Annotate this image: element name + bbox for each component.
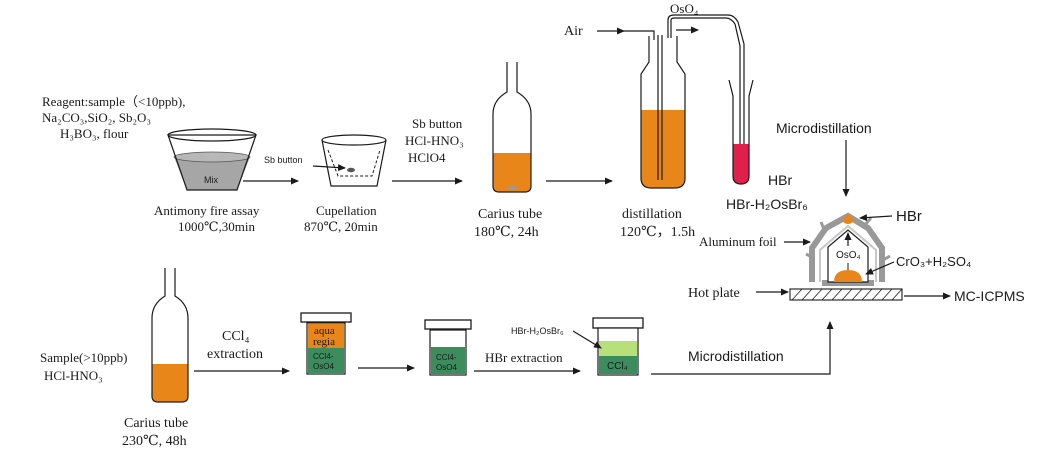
microdistillation-top-label: Microdistillation [776, 120, 872, 136]
carius-tube-2-label: Carius tube [124, 416, 188, 431]
hbr-trap-tube [728, 79, 754, 185]
arrow-cro3-pointer [865, 261, 895, 275]
aqua-label: aqua [314, 325, 335, 337]
hbr-extraction-label: HBr extraction [485, 350, 563, 365]
cupellation-conditions: 870℃, 20min [304, 219, 378, 234]
cupel [321, 134, 387, 187]
ccl4-label: CCl₄ [222, 329, 250, 344]
fire-assay-conditions: 1000℃,30min [178, 219, 256, 234]
regia-label: regia [313, 336, 335, 348]
distillation-label: distillation [622, 207, 682, 222]
reagent-text-line3: H₃BO₃, flour [60, 126, 129, 141]
hot-plate [789, 288, 903, 301]
cro3-drop [834, 270, 862, 282]
vial-hbr-ccl4 [592, 317, 644, 376]
hbr-h2osbr6-small-label: HBr-H₂OsBr₆ [511, 326, 564, 336]
vial-aqua-regia [300, 312, 352, 375]
reagent-text-line2: Na₂CO₃,SiO₂, Sb₂O₃ [42, 110, 151, 125]
carius-tube-2-conditions: 230℃, 48h [122, 434, 187, 449]
hbr-h2osbr6-label: HBr-H₂OsBr₆ [726, 196, 808, 212]
arrow-hbr-pointer [859, 214, 893, 222]
distillation-conditions: 120℃，1.5h [620, 225, 695, 240]
cro3-h2so4-label: CrO₃+H₂SO₄ [896, 254, 971, 269]
carius-tube-2 [151, 268, 189, 403]
oso4-top-label: OsO₄ [670, 1, 699, 16]
sb-button-small-label: Sb button [264, 155, 303, 165]
extraction-label: extraction [207, 347, 263, 362]
sample-high-acid-label: HCl-HNO₃ [44, 368, 103, 383]
ccl4-oso4-label-1b: OsO4 [313, 362, 334, 371]
vial-ccl4-oso4 [424, 319, 472, 376]
sb-button-label: Sb button [412, 116, 463, 131]
arrow-hbr-layer-pointer [572, 330, 602, 349]
mc-icpms-label: MC-ICPMS [954, 288, 1025, 304]
mix-label: Mix [204, 175, 218, 185]
sample-high-label: Sample(>10ppb) [40, 350, 127, 365]
carius-tube-1 [492, 62, 532, 193]
distillation-flask [640, 14, 745, 189]
fire-assay-label: Antimony fire assay [154, 203, 260, 218]
hot-plate-label: Hot plate [688, 286, 740, 301]
mix-beaker-fill [174, 157, 250, 190]
carius-tube-1-label: Carius tube [478, 207, 542, 222]
ccl4-oso4-label-1a: CCl4- [313, 352, 334, 361]
cupellation-label: Cupellation [316, 203, 377, 218]
carius-tube-1-conditions: 180℃, 24h [474, 225, 539, 240]
hclo4-label: HClO4 [408, 150, 446, 165]
air-label: Air [564, 24, 583, 39]
ccl4-vial-label: CCl₄ [607, 361, 628, 372]
reagent-text-line1: Reagent:sample（<10ppb), [42, 94, 185, 109]
microdistillation-bottom-label: Microdistillation [688, 348, 784, 364]
arrow-to-microdistillation [651, 321, 834, 375]
arrow-sb-button-pointer [312, 164, 346, 172]
hbr-drop [842, 213, 854, 224]
hbr-label-2: HBr [896, 208, 922, 225]
microdistillation-apparatus: OsO₄ [789, 212, 903, 301]
hbr-label-1: HBr [768, 172, 792, 188]
ccl4-oso4-label-2b: OsO4 [436, 363, 457, 372]
mix-beaker: Mix [167, 128, 257, 191]
oso4-vial-label: OsO₄ [836, 250, 861, 261]
ccl4-oso4-label-2a: CCl4- [436, 353, 457, 362]
sb-button-bead [347, 167, 355, 173]
hcl-hno3-label: HCl-HNO₃ [405, 133, 464, 148]
aluminum-foil-label: Aluminum foil [699, 234, 777, 249]
